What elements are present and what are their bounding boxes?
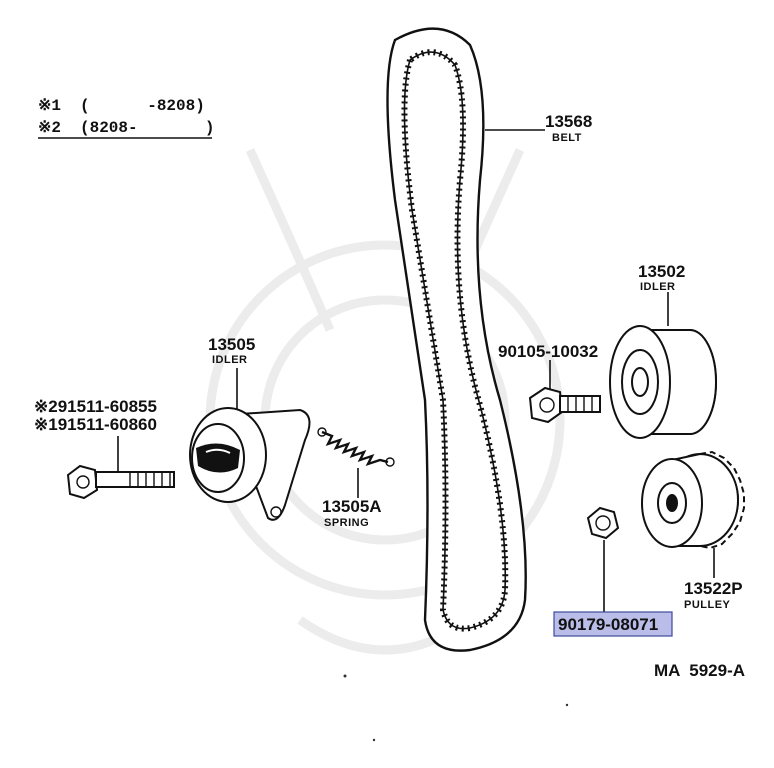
speck — [565, 703, 569, 707]
pulley-part-name: PULLEY — [684, 599, 731, 611]
crank-pulley — [641, 450, 745, 550]
legend-block: ※1 ( -8208) ※2 (8208- ) — [38, 97, 214, 139]
spring-part-name: SPRING — [324, 517, 369, 529]
right-idler — [609, 325, 717, 439]
tension-spring — [317, 427, 395, 467]
timing-belt — [386, 27, 527, 652]
legend-note2-symbol: ※2 — [38, 119, 61, 137]
left-bolt — [66, 464, 175, 500]
left-bolt-1-part-number: ※191511-60860 — [34, 415, 157, 434]
nut-highlight-box — [553, 611, 673, 637]
right-bolt-part-number: 90105-10032 — [498, 342, 598, 361]
pulley-part-number: 13522P — [684, 579, 743, 598]
belt-part-number: 13568 — [545, 112, 592, 131]
right-bolt — [528, 386, 601, 424]
spring-part-number: 13505A — [322, 497, 382, 516]
speck — [372, 738, 376, 742]
right-idler-part-number: 13502 — [638, 262, 685, 281]
nut-part-number: 90179-08071 — [558, 615, 658, 634]
nut — [586, 506, 620, 540]
left-bolt-2-part-number: ※291511-60855 — [34, 397, 157, 416]
diagram-code: MA 5929-A — [654, 661, 745, 680]
speck — [343, 674, 347, 678]
left-idler-part-number: 13505 — [208, 335, 255, 354]
belt-part-name: BELT — [552, 132, 582, 144]
left-idler — [189, 407, 311, 521]
left-idler-part-name: IDLER — [212, 354, 248, 366]
legend-note1-symbol: ※1 — [38, 97, 61, 115]
legend-note1-range: ( -8208) — [80, 97, 205, 115]
right-idler-part-name: IDLER — [640, 281, 676, 293]
legend-note2-range: (8208- ) — [80, 119, 214, 137]
